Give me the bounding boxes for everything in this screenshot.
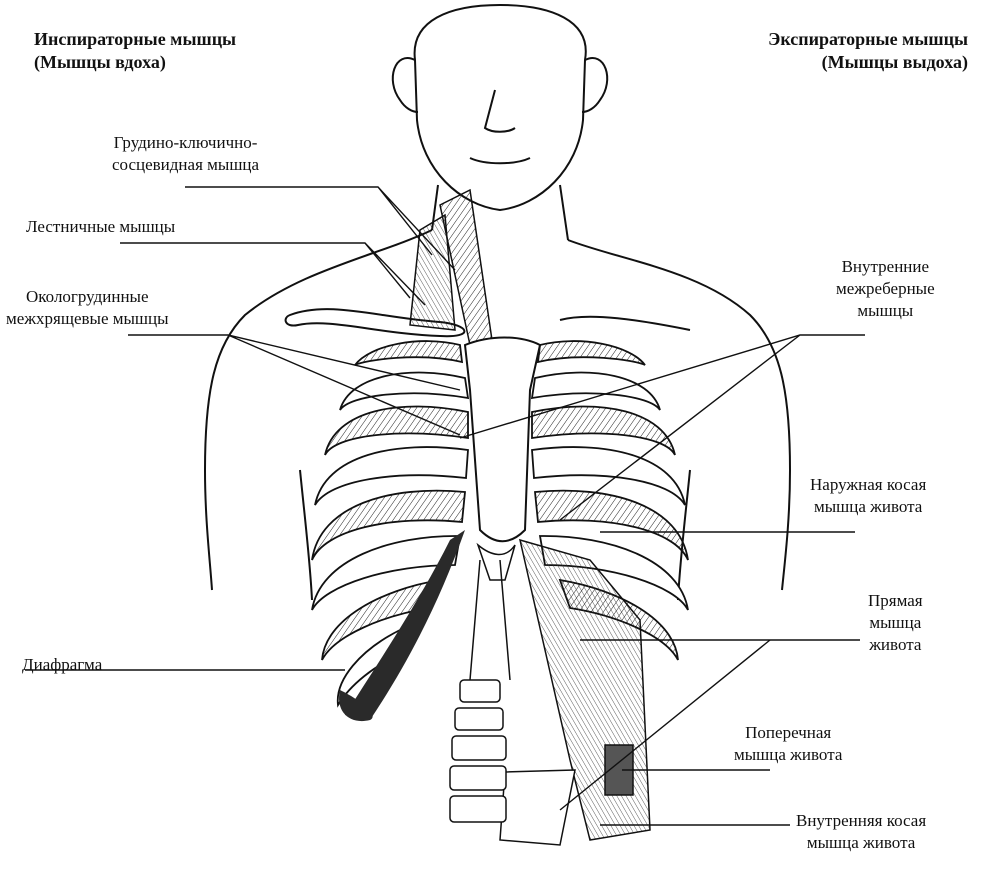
sternum — [463, 336, 542, 543]
label-external-oblique-line2: мышца живота — [813, 497, 923, 516]
label-transverse: Поперечная мышца живота — [734, 722, 842, 766]
expiratory-heading-line2: (Мышцы выдоха) — [821, 52, 968, 72]
label-internal-intercostal-line3: мышцы — [857, 301, 914, 320]
label-internal-intercostal-line1: Внутренние — [841, 257, 930, 276]
inspiratory-heading: Инспираторные мышцы (Мышцы вдоха) — [34, 28, 236, 74]
diaphragm-dark — [345, 530, 465, 720]
label-rectus-line3: живота — [869, 635, 922, 654]
label-parasternal-line2: межхрящевые мышцы — [6, 309, 169, 328]
inspiratory-heading-line2: (Мышцы вдоха) — [34, 52, 166, 72]
label-sternocleidomastoid: Грудино-ключично- сосцевидная мышца — [112, 132, 259, 176]
label-rectus: Прямая мышца живота — [868, 590, 923, 656]
spine — [449, 559, 511, 823]
label-rectus-line1: Прямая — [868, 591, 923, 610]
abdominal-muscles — [499, 538, 651, 846]
label-diaphragm: Диафрагма — [22, 654, 102, 676]
label-transverse-line1: Поперечная — [745, 723, 832, 742]
label-internal-intercostal-line2: межреберные — [836, 279, 935, 298]
label-scalenes-line1: Лестничные мышцы — [26, 217, 176, 236]
neck-muscles — [409, 188, 493, 346]
label-scalenes: Лестничные мышцы — [26, 216, 175, 238]
label-sternocleidomastoid-line1: Грудино-ключично- — [113, 133, 258, 152]
label-internal-intercostal: Внутренние межреберные мышцы — [836, 256, 935, 322]
label-internal-oblique-line2: мышца живота — [806, 833, 916, 852]
leader-lines — [25, 186, 865, 826]
label-diaphragm-line1: Диафрагма — [22, 655, 103, 674]
label-external-oblique: Наружная косая мышца живота — [810, 474, 926, 518]
expiratory-heading: Экспираторные мышцы (Мышцы выдоха) — [768, 28, 968, 74]
inspiratory-heading-line1: Инспираторные мышцы — [34, 29, 237, 49]
label-rectus-line2: мышца — [869, 613, 922, 632]
label-parasternal-line1: Окологрудинные — [26, 287, 149, 306]
label-internal-oblique-line1: Внутренняя косая — [796, 811, 927, 830]
label-external-oblique-line1: Наружная косая — [810, 475, 927, 494]
label-sternocleidomastoid-line2: сосцевидная мышца — [112, 155, 260, 174]
label-transverse-line2: мышца живота — [734, 745, 843, 764]
label-internal-oblique: Внутренняя косая мышца живота — [796, 810, 926, 854]
clavicle — [284, 308, 466, 338]
body-outline — [203, 3, 792, 601]
label-parasternal: Окологрудинные межхрящевые мышцы — [6, 286, 169, 330]
expiratory-heading-line1: Экспираторные мышцы — [768, 29, 968, 49]
